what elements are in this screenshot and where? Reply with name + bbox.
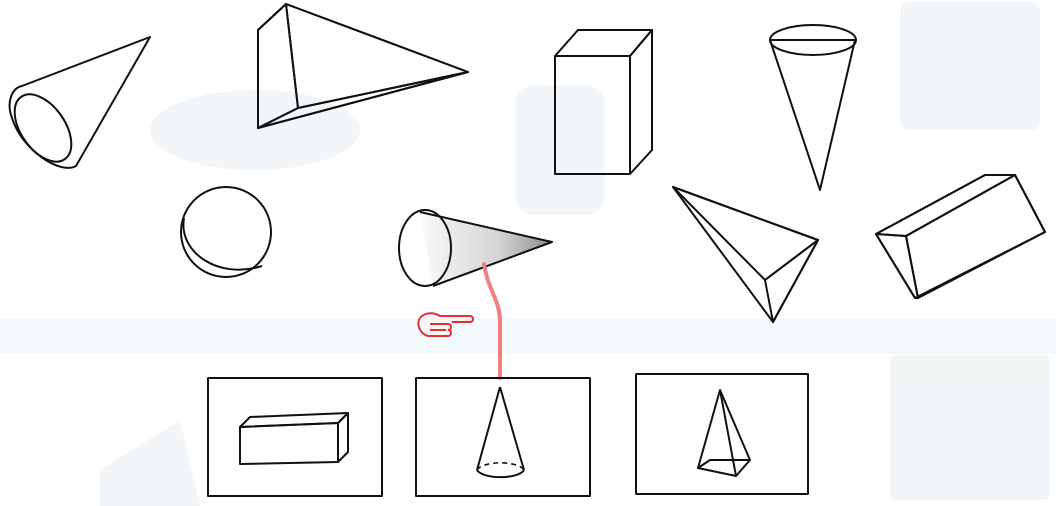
answer-box-rectangular-prism[interactable] bbox=[208, 378, 382, 496]
rectangular-prism-shape-2[interactable] bbox=[876, 175, 1045, 298]
answer-box-triangular-pyramid[interactable] bbox=[636, 374, 808, 494]
answer-box-cone[interactable] bbox=[416, 378, 590, 496]
cone-shape-example[interactable] bbox=[399, 210, 552, 286]
triangular-pyramid-shape-2[interactable] bbox=[673, 187, 818, 322]
cone-shape-1[interactable] bbox=[3, 37, 150, 172]
cone-shape-2[interactable] bbox=[770, 25, 856, 190]
sphere-shape[interactable] bbox=[181, 187, 271, 277]
